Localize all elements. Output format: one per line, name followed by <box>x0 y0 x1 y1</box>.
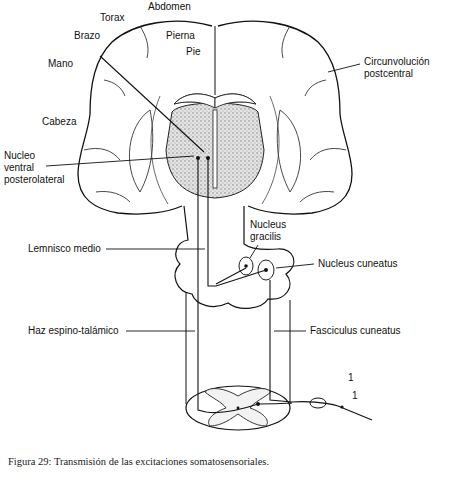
part-label: Nucleus gracilis <box>250 219 298 243</box>
figure-caption: Figura 29: Transmisión de las excitacion… <box>8 455 269 468</box>
part-label: Nucleus cuneatus <box>318 258 398 270</box>
brain-section <box>78 21 352 214</box>
leader-lines <box>46 64 360 331</box>
part-label: Brazo <box>74 30 100 42</box>
part-label: Cabeza <box>42 116 76 128</box>
part-label: Pie <box>186 46 200 58</box>
part-label: Haz espino-talámico <box>28 325 119 337</box>
callout-number: 1 <box>348 372 354 384</box>
part-label: Circunvolución postcentral <box>364 56 444 80</box>
synapse-dots <box>196 156 268 406</box>
part-label: Mano <box>48 58 73 70</box>
part-label: Fasciculus cuneatus <box>310 325 401 337</box>
callout-number: 1 <box>352 390 358 402</box>
spinal-cord <box>186 386 372 430</box>
part-label: Nucleo ventral posterolateral <box>4 150 66 186</box>
part-label: Torax <box>100 12 124 24</box>
part-label: Abdomen <box>148 1 191 13</box>
part-label: Pierna <box>166 30 195 42</box>
part-label: Lemnisco medio <box>28 243 101 255</box>
